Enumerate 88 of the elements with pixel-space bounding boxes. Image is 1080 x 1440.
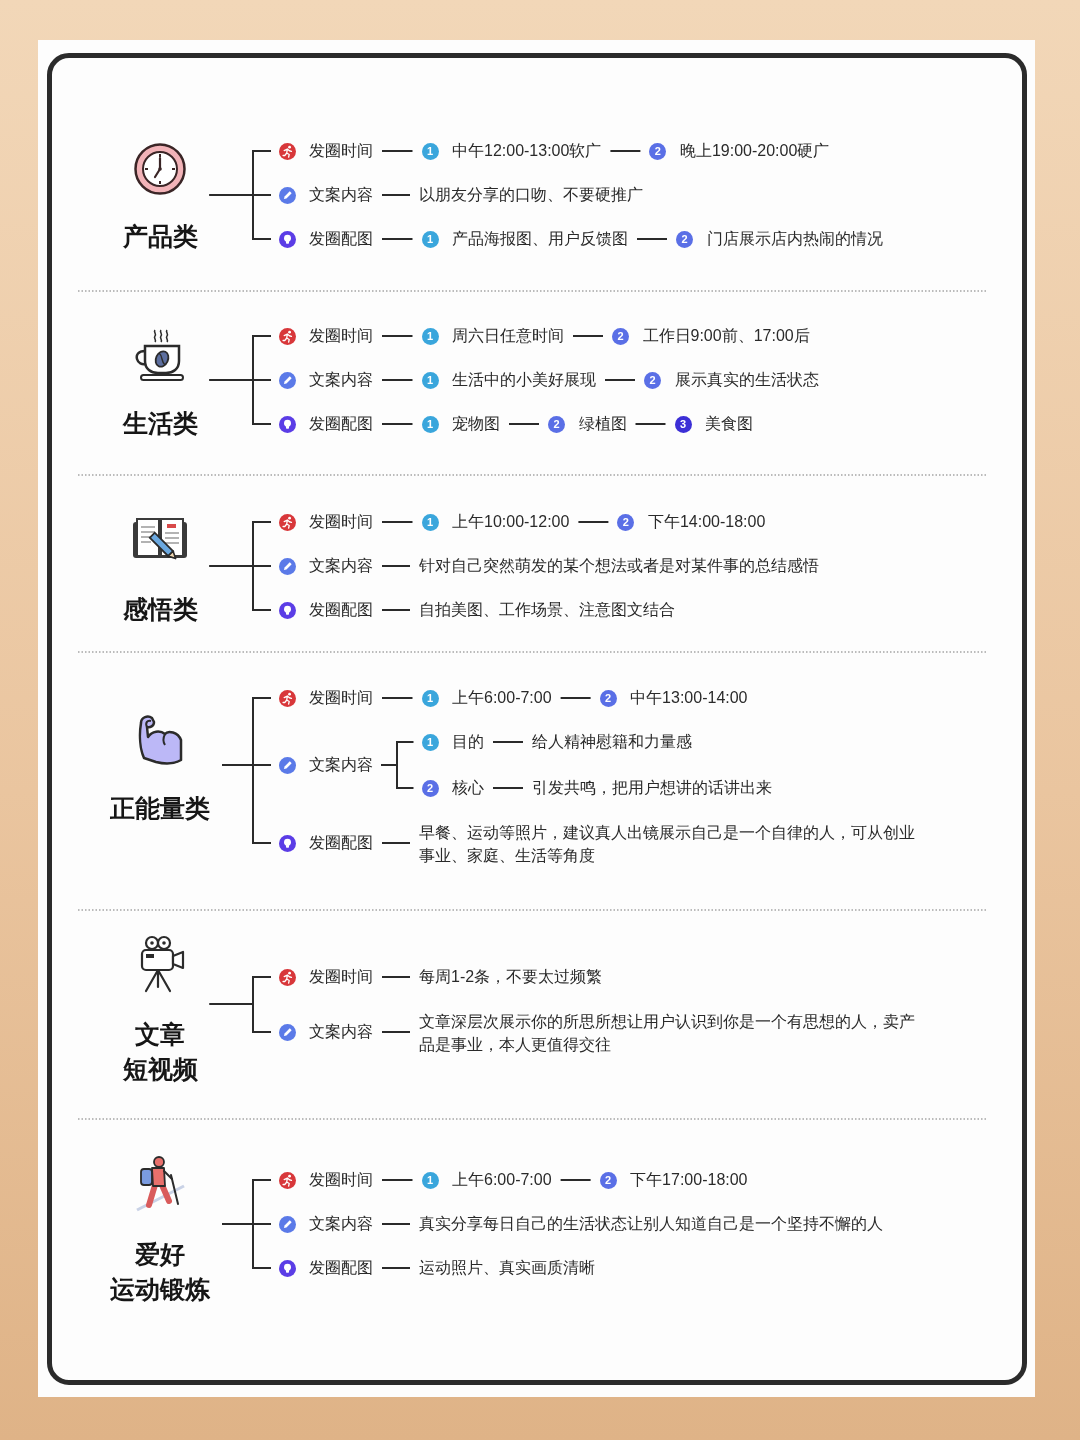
connector-line	[381, 238, 414, 240]
connector-line	[381, 1267, 411, 1269]
item-text: 下午17:00-18:00	[630, 1170, 748, 1190]
item-text: 上午6:00-7:00	[452, 1170, 552, 1190]
connector-line	[604, 379, 636, 381]
connector-line	[559, 1179, 592, 1181]
item-text: 核心	[452, 778, 484, 798]
connector-line	[636, 238, 668, 240]
item-text: 晚上19:00-20:00硬广	[679, 141, 830, 161]
branch-label: 文案内容	[309, 1022, 373, 1042]
category-title: 短视频	[122, 1053, 198, 1085]
connector-line	[577, 521, 610, 523]
item-text: 真实分享每日自己的生活状态让别人知道自己是一个坚持不懈的人	[419, 1213, 883, 1235]
connector-line	[572, 335, 604, 337]
item-text: 绿植图	[578, 414, 627, 434]
item-text: 目的	[452, 732, 484, 752]
item-text: 针对自己突然萌发的某个想法或者是对某件事的总结感悟	[419, 555, 819, 577]
item-text: 美食图	[705, 414, 753, 434]
category-title: 爱好	[135, 1238, 185, 1270]
connector-line	[609, 150, 642, 152]
connector-line	[381, 1031, 411, 1033]
item-text: 周六日任意时间	[452, 326, 564, 346]
category-title: 文章	[135, 1018, 185, 1050]
connector-line	[381, 1179, 414, 1181]
connector-line	[208, 379, 272, 425]
item-text: 文章深层次展示你的所思所想让用户认识到你是一个有思想的人，卖产品是事业，本人更值得交往	[419, 1009, 924, 1056]
item-text: 门店展示店内热闹的情况	[706, 229, 883, 249]
connector-line	[381, 565, 411, 567]
connector-line	[381, 609, 411, 611]
branch-label: 文案内容	[309, 185, 373, 205]
item-text: 生活中的小美好展现	[452, 370, 596, 390]
connector-line	[380, 764, 415, 789]
item-text: 以朋友分享的口吻、不要硬推广	[419, 184, 643, 206]
connector-line	[208, 565, 272, 611]
branch-label: 发圈时间	[309, 967, 373, 987]
connector-line	[221, 1223, 272, 1269]
item-text: 上午6:00-7:00	[452, 688, 552, 708]
branch-label: 发圈配图	[309, 229, 373, 249]
category-title: 生活类	[122, 407, 198, 439]
branch-label: 发圈配图	[309, 833, 373, 853]
connector-line	[381, 194, 411, 196]
item-text: 早餐、运动等照片，建议真人出镜展示自己是一个自律的人，可从创业事业、家庭、生活等角度	[419, 820, 924, 867]
connector-line	[381, 150, 414, 152]
branch-label: 文案内容	[309, 1214, 373, 1234]
category-title: 产品类	[122, 220, 198, 252]
connector-line	[381, 335, 414, 337]
branch-label: 发圈时间	[309, 326, 373, 346]
connector-line	[381, 423, 414, 425]
connector-line	[508, 423, 540, 425]
connector-line	[221, 764, 272, 844]
branch-label: 发圈配图	[309, 414, 373, 434]
connector-line	[208, 194, 272, 240]
connector-line	[381, 842, 411, 844]
category-title: 感悟类	[122, 593, 198, 625]
branch-label: 发圈时间	[309, 512, 373, 532]
connector-line	[381, 1223, 411, 1225]
item-text: 运动照片、真实画质清晰	[419, 1257, 595, 1279]
item-text: 下午14:00-18:00	[647, 512, 766, 532]
item-text: 上午10:00-12:00	[452, 512, 570, 532]
item-text: 展示真实的生活状态	[674, 370, 819, 390]
connector-line	[381, 379, 414, 381]
connector-line	[492, 787, 524, 789]
item-text: 中午12:00-13:00软广	[452, 141, 602, 161]
connector-line	[208, 1003, 272, 1033]
connector-line	[381, 521, 414, 523]
connector-line	[381, 697, 414, 699]
category-title: 运动锻炼	[110, 1273, 210, 1305]
branch-label: 发圈时间	[309, 688, 373, 708]
item-text: 每周1-2条，不要太过频繁	[419, 966, 603, 988]
connector-line	[634, 423, 667, 425]
connector-line	[381, 976, 411, 978]
connector-line	[492, 741, 524, 743]
branch-label: 文案内容	[309, 370, 373, 390]
item-text: 中午13:00-14:00	[630, 688, 748, 708]
item-text: 自拍美图、工作场景、注意图文结合	[419, 599, 675, 621]
branch-label: 发圈配图	[309, 1258, 373, 1278]
item-text: 产品海报图、用户反馈图	[452, 229, 628, 249]
item-text: 给人精神慰籍和力量感	[532, 731, 692, 753]
branch-label: 发圈配图	[309, 600, 373, 620]
branch-label: 文案内容	[309, 755, 373, 775]
item-text: 引发共鸣，把用户想讲的话讲出来	[532, 777, 772, 799]
branch-label: 发圈时间	[309, 1170, 373, 1190]
branch-label: 发圈时间	[309, 141, 373, 161]
connector-line	[559, 697, 592, 699]
item-text: 工作日9:00前、17:00后	[642, 326, 810, 346]
branch-label: 文案内容	[309, 556, 373, 576]
item-text: 宠物图	[452, 414, 500, 434]
category-title: 正能量类	[110, 792, 210, 824]
